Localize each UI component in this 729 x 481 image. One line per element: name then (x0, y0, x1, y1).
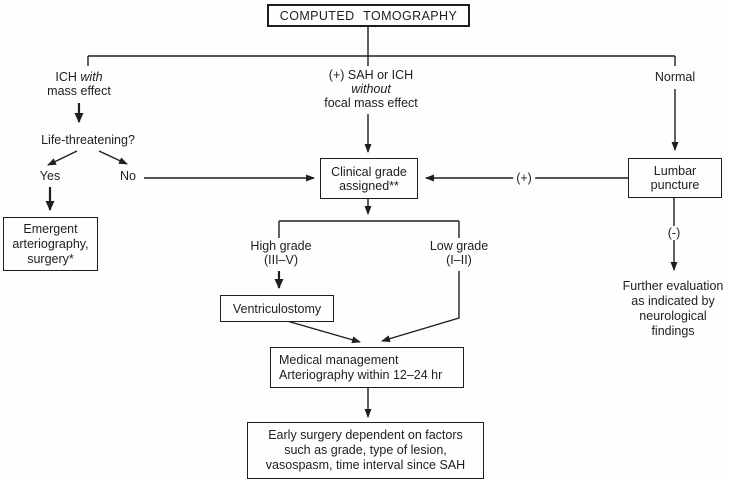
ich-with-italic: with (80, 70, 103, 84)
further-line2: as indicated by (631, 294, 715, 308)
high-grade-line1: High grade (250, 239, 312, 253)
label-yes: Yes (39, 169, 61, 183)
node-computed-tomography: COMPUTED TOMOGRAPHY (267, 4, 470, 27)
medical-line1: Medical management (279, 352, 399, 367)
node-ventriculostomy: Ventriculostomy (220, 295, 334, 322)
arrow-lifethreatening-yes (47, 150, 78, 166)
emergent-line3: surgery* (27, 251, 74, 266)
sah-line3: focal mass effect (324, 96, 418, 110)
early-surgery-line3: vasospasm, time interval since SAH (265, 458, 466, 472)
ventriculostomy-label: Ventriculostomy (232, 301, 322, 316)
high-grade-line2: (III–V) (263, 253, 299, 267)
arrow-lowgrade-to-medical (381, 271, 460, 343)
label-life-threatening: Life-threatening? (41, 133, 135, 147)
low-grade-line1: Low grade (429, 239, 489, 253)
label-plus: (+) (513, 171, 535, 185)
computed-tomography-label: COMPUTED TOMOGRAPHY (279, 8, 458, 23)
without-italic: without (351, 82, 391, 96)
arrow-lifethreatening-no (98, 150, 128, 165)
further-line4: findings (651, 324, 695, 338)
lumbar-line1: Lumbar (653, 164, 697, 178)
node-lumbar-puncture: Lumbar puncture (628, 158, 722, 198)
early-surgery-line1: Early surgery dependent on factors (268, 428, 463, 442)
medical-line2: Arteriography within 12–24 hr (279, 367, 443, 382)
label-further-evaluation: Further evaluation as indicated by neuro… (623, 279, 724, 339)
further-line3: neurological (639, 309, 707, 323)
low-grade-line2: (I–II) (446, 253, 472, 267)
clinical-grade-line1: Clinical grade (331, 164, 407, 179)
arrow-ventriculostomy-to-medical (286, 320, 361, 344)
label-high-grade: High grade (III–V) (250, 239, 311, 267)
lumbar-line2: puncture (650, 178, 700, 192)
label-sah-or-ich: (+) SAH or ICH without focal mass effect (324, 68, 418, 110)
clinical-grade-line2: assigned** (339, 178, 399, 193)
mass-effect-text: mass effect (47, 84, 111, 98)
node-medical-management: Medical management Arteriography within … (270, 347, 464, 388)
ich-text: ICH (55, 70, 77, 84)
label-normal: Normal (654, 70, 696, 84)
early-surgery-line2: such as grade, type of lesion, (284, 443, 447, 457)
node-clinical-grade: Clinical grade assigned** (320, 158, 418, 199)
label-no: No (120, 169, 136, 183)
emergent-line1: Emergent (23, 221, 78, 236)
label-minus: (-) (664, 226, 684, 240)
node-emergent-arteriography: Emergent arteriography, surgery* (3, 217, 98, 271)
label-ich-with-mass-effect: ICH with mass effect (47, 70, 111, 98)
emergent-line2: arteriography, (12, 236, 89, 251)
sah-line1: (+) SAH or ICH (328, 68, 414, 82)
label-low-grade: Low grade (I–II) (430, 239, 488, 267)
node-early-surgery: Early surgery dependent on factors such … (247, 422, 484, 479)
further-line1: Further evaluation (622, 279, 724, 293)
